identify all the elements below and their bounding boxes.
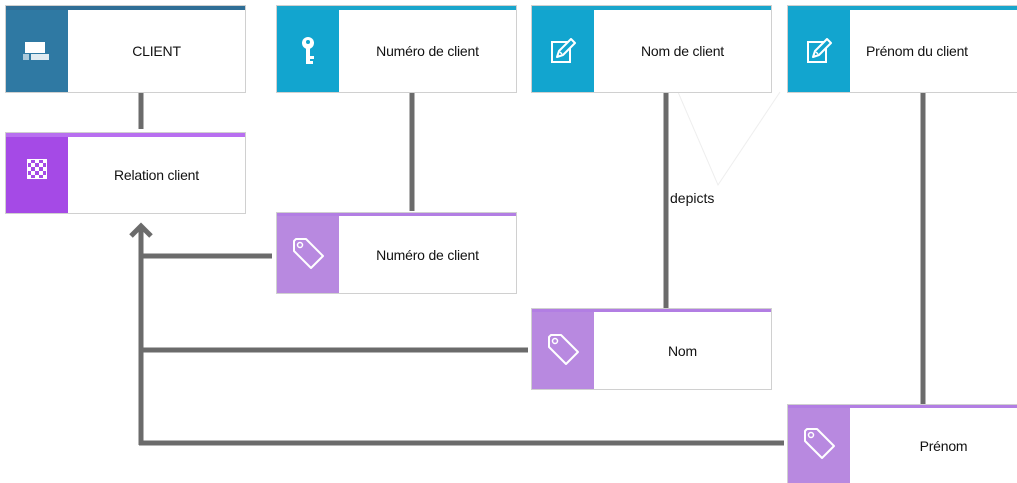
entity-card-icon	[6, 10, 68, 92]
depicts-guide	[677, 91, 781, 187]
node-numero-de-client-attribute[interactable]: Numéro de client	[277, 6, 516, 92]
tag-icon	[788, 408, 850, 483]
node-nom-tag[interactable]: Nom	[532, 309, 771, 389]
node-numero-de-client-tag[interactable]: Numéro de client	[277, 213, 516, 293]
node-numero-de-client-tag-label: Numéro de client	[376, 246, 479, 263]
tag-icon	[532, 312, 594, 389]
node-nom-tag-label: Nom	[668, 342, 697, 359]
node-nom-de-client-attribute-label: Nom de client	[641, 43, 724, 59]
edit-pen-icon	[788, 10, 850, 92]
node-prenom-du-client-attribute-label: Prénom du client	[866, 43, 968, 59]
node-relation-client-label: Relation client	[114, 167, 199, 183]
tag-icon	[277, 216, 339, 293]
edge-label-depicts: depicts	[670, 190, 715, 206]
node-prenom-tag[interactable]: Prénom	[788, 405, 1017, 483]
node-relation-client[interactable]: Relation client	[6, 133, 245, 213]
node-prenom-tag-label: Prénom	[919, 437, 968, 454]
node-client[interactable]: CLIENT	[6, 6, 245, 92]
node-numero-de-client-attribute-label: Numéro de client	[376, 43, 479, 59]
node-nom-de-client-attribute[interactable]: Nom de client	[532, 6, 771, 92]
edit-pen-icon	[532, 10, 594, 92]
node-client-label: CLIENT	[132, 43, 181, 59]
arrow-head-icon	[129, 222, 153, 238]
node-prenom-du-client-attribute[interactable]: Prénom du client	[788, 6, 1017, 92]
key-icon	[277, 10, 339, 92]
relation-grid-icon	[6, 137, 68, 213]
